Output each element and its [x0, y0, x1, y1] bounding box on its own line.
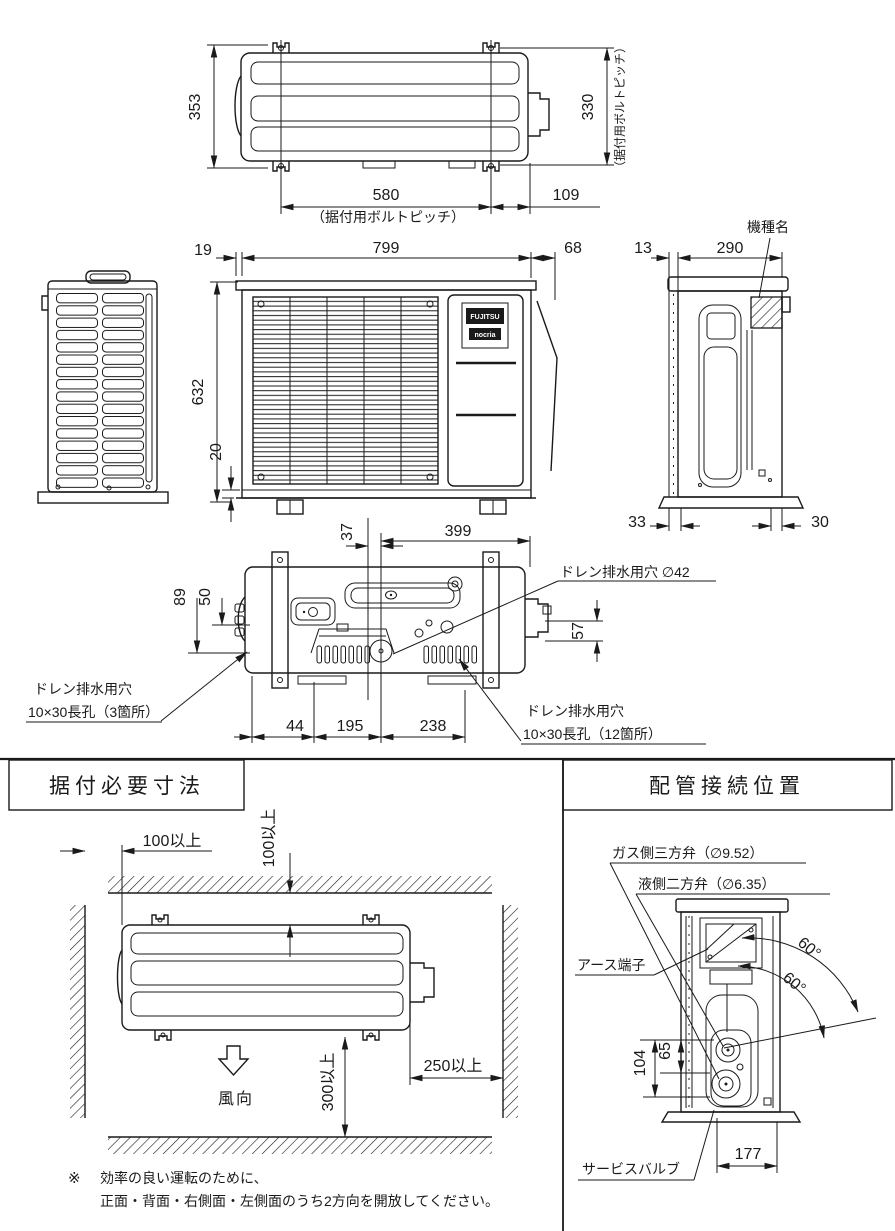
dim-50: 50 [197, 588, 214, 606]
model-name-plate [750, 296, 783, 329]
label-liquid-valve: 液側二方弁（∅6.35） [638, 876, 775, 892]
logo-nocria: nocria [474, 332, 495, 339]
valve-recess [710, 1029, 752, 1107]
note-line-2: 正面・背面・右側面・左側面のうち2方向を開放してください。 [100, 1193, 499, 1209]
dim-60-back: 60° [794, 934, 823, 963]
dim-13: 13 [634, 240, 652, 257]
right-side-view: 13 290 機種名 33 30 [628, 219, 829, 531]
dim-100-top: 100以上 [260, 809, 278, 868]
dim-68: 68 [564, 240, 582, 257]
dim-60-down: 60° [779, 969, 808, 998]
label-drain-right-1: ドレン排水用穴 [526, 703, 624, 719]
mount-strap [482, 551, 500, 689]
mount-strap [271, 551, 289, 689]
dim-30: 30 [811, 514, 829, 531]
label-earth-terminal: アース端子 [577, 957, 645, 973]
left-end-bulge [234, 75, 242, 137]
handle [85, 270, 131, 284]
wind-direction-arrow [217, 1045, 250, 1077]
label-wind-direction: 風向 [218, 1090, 254, 1108]
label-model-name: 機種名 [747, 219, 789, 235]
gas-valve [711, 1069, 741, 1099]
label-drain-left-1: ドレン排水用穴 [34, 681, 132, 697]
dim-290: 290 [717, 240, 744, 257]
piping-section-title: 配管接続位置 [649, 775, 805, 798]
dim-353: 353 [187, 94, 204, 121]
vent-slots [316, 645, 477, 664]
logo-plate [461, 302, 509, 349]
top-view: 353 330 （据付用ボルトピッチ） 580 （据付用ボルトピッチ） 109 [187, 40, 627, 225]
base [660, 1111, 802, 1123]
dim-799: 799 [373, 240, 400, 257]
label-drain-round: ドレン排水用穴 ∅42 [560, 564, 690, 580]
label-drain-right-2: 10×30長孔（12箇所） [523, 726, 662, 742]
wall-top-hatch [108, 876, 492, 893]
dim-37: 37 [339, 523, 356, 541]
dim-65: 65 [657, 1042, 674, 1060]
liquid-valve [715, 1037, 741, 1063]
pipe-cover-bottom [525, 598, 549, 638]
note-bolt-pitch-v: （据付用ボルトピッチ） [613, 41, 627, 173]
dim-19: 19 [194, 242, 212, 259]
piping-connection-diagram: ガス側三方弁（∅9.52） 液側二方弁（∅6.35） アース端子 60° 60°… [575, 845, 877, 1181]
wall-right-hatch [503, 905, 518, 1118]
louver-slots [56, 293, 146, 488]
dim-399: 399 [445, 523, 472, 540]
corner-profile [536, 300, 558, 472]
note-mark: ※ [68, 1170, 81, 1187]
ground-hatch [108, 1137, 492, 1154]
logo-fujitsu: FUJITSU [470, 314, 499, 321]
label-drain-left-2: 10×30長孔（3箇所） [28, 704, 159, 720]
dim-250-right: 250以上 [424, 1057, 483, 1075]
note-line-1: 効率の良い運転のために、 [100, 1170, 268, 1186]
dim-109: 109 [553, 187, 580, 204]
fan-grille [253, 297, 438, 484]
section-divider: 据付必要寸法 配管接続位置 [0, 757, 895, 1231]
dim-300-bottom: 300以上 [319, 1053, 337, 1112]
left-end-bulge [237, 596, 246, 642]
side-panel [447, 294, 524, 487]
label-service-valve: サービスバルブ [582, 1161, 680, 1177]
wall-left-hatch [70, 905, 85, 1118]
dim-195: 195 [337, 718, 364, 735]
front-view: FUJITSU nocria 19 799 68 632 20 [190, 240, 582, 522]
dim-177: 177 [735, 1146, 762, 1163]
dim-20: 20 [208, 443, 225, 461]
dim-57: 57 [570, 622, 587, 640]
install-section-title: 据付必要寸法 [49, 775, 205, 798]
dim-33: 33 [628, 514, 646, 531]
dim-44: 44 [286, 718, 304, 735]
left-side-view [37, 270, 169, 504]
bottom-view: ドレン排水用穴 ∅42 ドレン排水用穴 10×30長孔（12箇所） ドレン排水用… [26, 518, 716, 745]
dim-580: 580 [373, 187, 400, 204]
dim-89: 89 [172, 588, 189, 606]
dim-632: 632 [190, 379, 207, 406]
dim-330: 330 [580, 94, 597, 121]
installation-clearance-diagram: 100以上 100以上 300以上 250以上 風向 ※ 効率の良い運転のために… [60, 809, 518, 1209]
dim-104: 104 [632, 1050, 649, 1077]
label-gas-valve: ガス側三方弁（∅9.52） [612, 845, 763, 861]
base [37, 491, 169, 504]
dim-100-left: 100以上 [143, 832, 202, 850]
pipe-cover-top [528, 92, 550, 137]
dim-238: 238 [420, 718, 447, 735]
note-bolt-pitch-h: （据付用ボルトピッチ） [311, 209, 465, 225]
base [657, 496, 805, 509]
